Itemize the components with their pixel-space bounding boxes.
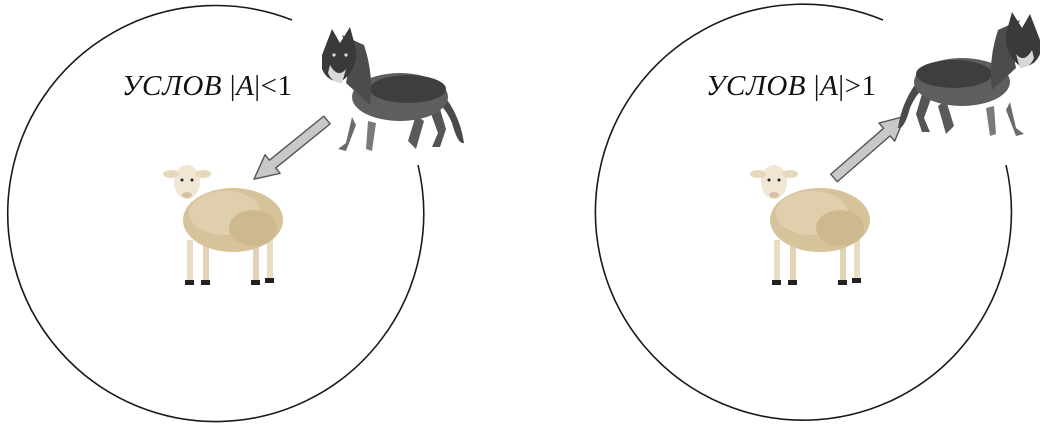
condition-label-greater: УСЛОВ |A|>1 — [706, 70, 876, 103]
label-threshold: 1 — [861, 70, 876, 102]
sheep-icon — [750, 165, 870, 285]
label-operator: < — [261, 70, 278, 102]
diagram-attack: УСЛОВ |A|<1 — [0, 0, 525, 430]
condition-label-less: УСЛОВ |A|<1 — [122, 70, 292, 103]
wolf-icon — [898, 12, 1040, 136]
diagram-explore: УСЛОВ |A|>1 — [526, 0, 1051, 430]
label-variable: A — [820, 70, 838, 102]
sheep-icon — [163, 165, 283, 285]
label-word: УСЛОВ — [122, 70, 222, 102]
label-operator: > — [845, 70, 862, 102]
label-threshold: 1 — [277, 70, 292, 102]
diagram-right-graphics — [526, 0, 1051, 430]
diagram-left-graphics — [0, 0, 525, 430]
wolf-icon — [322, 27, 464, 151]
label-variable: A — [236, 70, 254, 102]
label-word: УСЛОВ — [706, 70, 806, 102]
arrow-icon — [246, 111, 334, 189]
